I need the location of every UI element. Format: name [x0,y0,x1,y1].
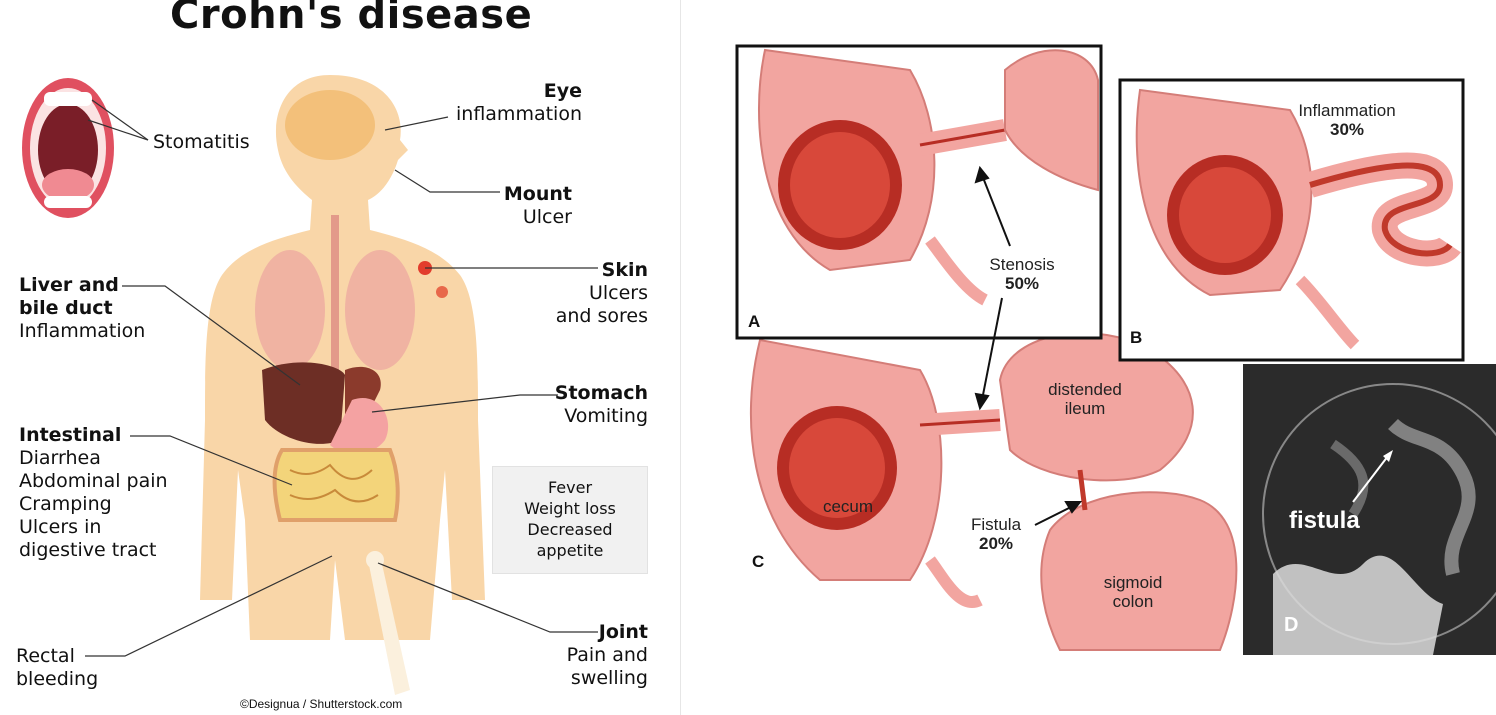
label-cecum: cecum [822,497,874,516]
panel-d-letter: D [1284,614,1299,636]
page-title: Crohn's disease [170,0,533,38]
panel-c-graphic [749,332,1238,651]
panel-a-graphic [758,48,1099,306]
image-credit: ©Designua / Shutterstock.com [240,697,403,711]
panel-divider [680,0,681,715]
panel-c-letter: C [752,552,765,571]
label-xray-fistula: fistula [1289,507,1360,534]
body-illustration [22,75,598,695]
label-intestinal: Intestinal Diarrhea Abdominal pain Cramp… [19,424,168,561]
intestine-illustration [735,44,1465,651]
panel-d-xray-image [1243,364,1496,655]
panel-b-graphic [1135,88,1461,350]
label-stomatitis: Stomatitis [153,131,250,153]
panel-a-letter: A [748,312,761,331]
panel-b-letter: B [1130,328,1143,347]
general-symptoms-box: Fever Weight loss Decreased appetite [492,466,648,574]
mouth-icon [22,78,114,218]
human-body-figure [200,75,485,695]
